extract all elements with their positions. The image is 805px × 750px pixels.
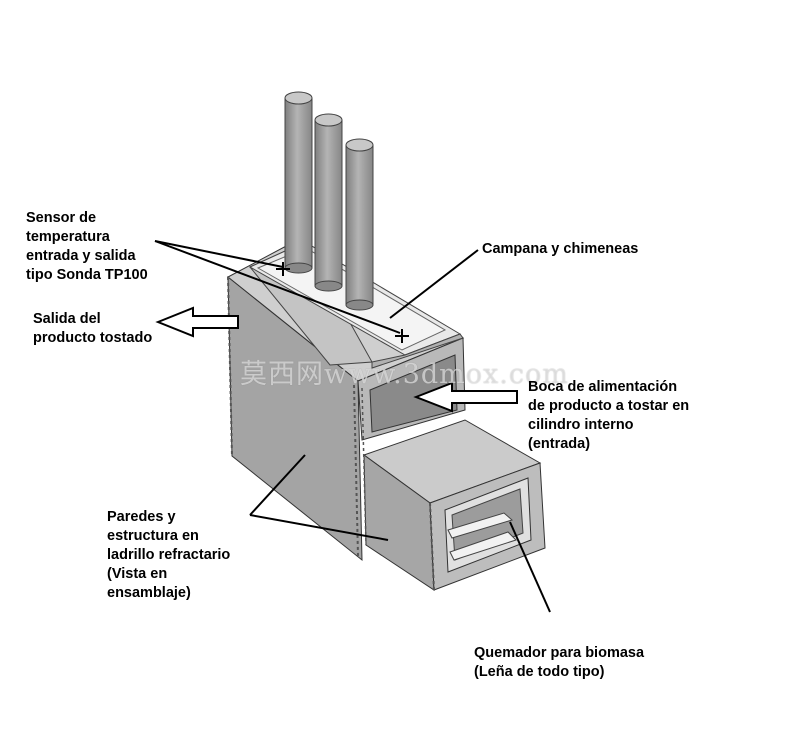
label-quemador: Quemador para biomasa (Leña de todo tipo… — [474, 645, 645, 680]
chimney-2 — [314, 113, 343, 292]
boca-arrow — [413, 381, 518, 413]
chimney-3 — [345, 138, 374, 311]
sensor-marker-1 — [276, 262, 290, 276]
seam-mid2 — [361, 387, 367, 546]
label-campana: Campana y chimeneas — [482, 241, 639, 257]
feed-opening — [369, 354, 458, 433]
salida-arrow — [155, 306, 239, 338]
label-sensor: Sensor de temperatura entrada y salida t… — [26, 210, 148, 283]
burner-grate-lower — [449, 531, 517, 561]
leader-lines — [154, 240, 551, 613]
label-boca: Boca de alimentación de producto a tosta… — [528, 379, 690, 452]
label-paredes: Paredes y estructura en ladrillo refract… — [107, 509, 231, 601]
seam-mid — [353, 384, 359, 557]
chimney-1 — [284, 91, 313, 274]
sensor-marker-2 — [395, 329, 409, 343]
watermark: 莫西网www.3dmox.com — [240, 359, 569, 390]
hood-right — [371, 333, 464, 369]
burner-grate-upper — [447, 512, 514, 539]
seam-burner — [429, 502, 435, 591]
label-salida: Salida del producto tostado — [33, 311, 153, 346]
